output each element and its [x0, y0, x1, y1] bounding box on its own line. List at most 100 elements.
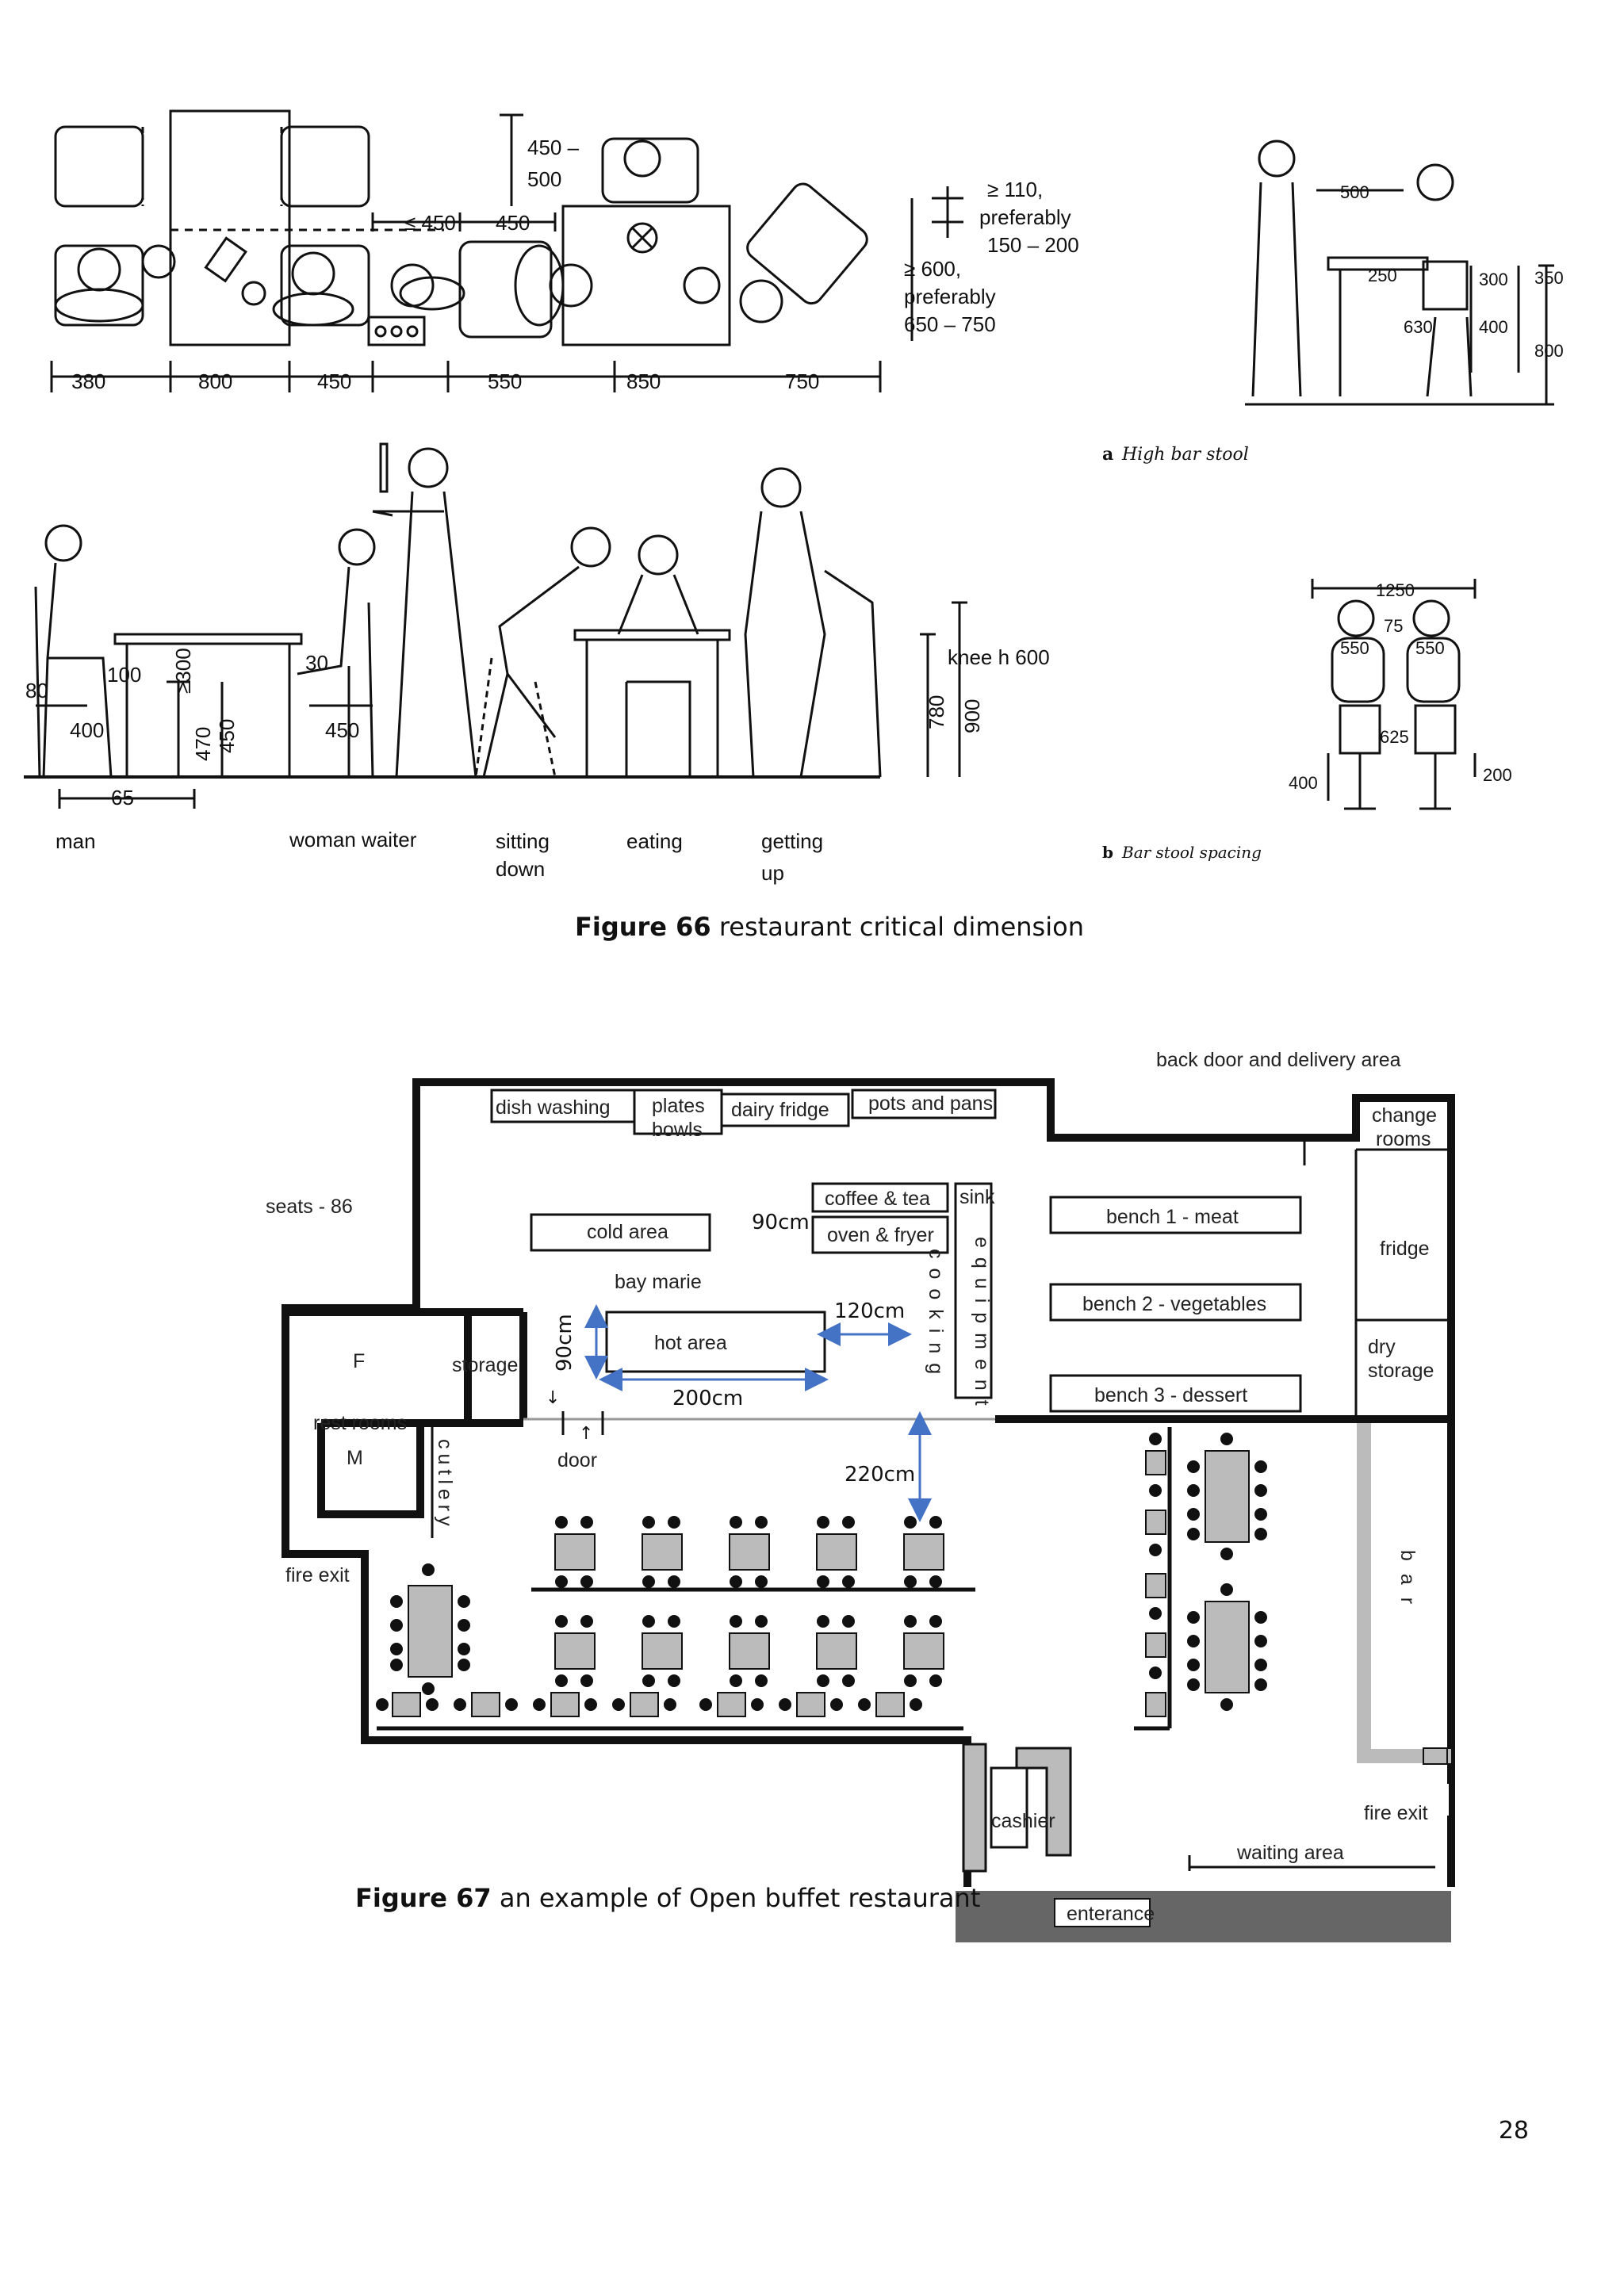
dim-le450: ≤ 450 [404, 211, 456, 235]
label-getting: getting [761, 829, 823, 853]
label-sitting: sitting [496, 829, 550, 853]
label-dish-washing: dish washing [496, 1096, 611, 1119]
label-dry-1: dry [1368, 1336, 1396, 1358]
stool-dim-300: 300 [1479, 270, 1508, 289]
dim-90cm-side: 90cm [553, 1314, 576, 1372]
spacing-dim-625: 625 [1380, 727, 1409, 747]
stool-dim-250: 250 [1368, 266, 1397, 285]
door-arrow-left: ↓ [546, 1388, 560, 1408]
label-change-2: rooms [1376, 1128, 1431, 1150]
elev-dim-780: 780 [925, 695, 948, 729]
spacing-dim-75: 75 [1384, 616, 1403, 636]
label-fire-exit-right: fire exit [1364, 1802, 1428, 1824]
stool-dim-800: 800 [1534, 341, 1564, 361]
dim-120cm: 120cm [834, 1299, 905, 1323]
dim-ge110-a: ≥ 110, [987, 178, 1043, 201]
dim-450-b: 450 [496, 211, 530, 235]
table-row-bottom [554, 1615, 944, 1687]
dim-ge110-b: preferably [979, 205, 1071, 229]
label-bench1: bench 1 - meat [1106, 1206, 1239, 1228]
label-plates: plates [652, 1095, 705, 1117]
stool-dim-350: 350 [1534, 268, 1564, 288]
label-oven-fryer: oven & fryer [827, 1224, 934, 1246]
label-cooking: cooking [925, 1249, 947, 1383]
label-bench2: bench 2 - vegetables [1082, 1293, 1266, 1315]
label-man: man [56, 829, 96, 853]
elev-dim-ge300: ≥300 [171, 648, 195, 694]
label-bar: bar [1396, 1550, 1419, 1617]
elev-dim-400: 400 [70, 718, 104, 742]
stool-dim-630: 630 [1404, 317, 1433, 337]
dim-ge600-b: preferably [904, 285, 996, 308]
label-cold-area: cold area [587, 1221, 668, 1243]
label-storage: storage [452, 1354, 518, 1376]
dim-ge600-a: ≥ 600, [904, 257, 961, 281]
label-equipment: equipment [971, 1237, 993, 1415]
label-up: up [761, 861, 784, 885]
spacing-dim-200: 200 [1483, 765, 1512, 785]
label-waiting-area: waiting area [1236, 1842, 1344, 1864]
dim-450: 450 [317, 369, 351, 393]
label-door: door [557, 1449, 597, 1471]
label-dairy-fridge: dairy fridge [731, 1099, 829, 1121]
elev-dim-100: 100 [107, 663, 141, 687]
wall-outer [412, 1078, 1455, 1887]
page-number: 28 [1498, 2117, 1529, 2145]
label-down: down [496, 857, 545, 881]
caption-b-letter: b [1102, 843, 1113, 862]
elev-dim-80: 80 [25, 679, 48, 702]
figure-66-drawing: 380 800 450 550 850 750 ≤ 450 450 450 – … [24, 109, 1564, 885]
label-dry-2: storage [1368, 1360, 1434, 1382]
label-F: F [353, 1350, 365, 1372]
label-cashier: cashier [991, 1810, 1055, 1832]
figure-67-caption: Figure 67 an example of Open buffet rest… [355, 1883, 981, 1913]
label-hot-area: hot area [654, 1332, 727, 1354]
label-eating: eating [626, 829, 683, 853]
label-bench3: bench 3 - dessert [1094, 1384, 1247, 1406]
label-bay-marie: bay marie [615, 1271, 702, 1293]
dim-220cm: 220cm [845, 1463, 915, 1487]
elev-dim-900: 900 [960, 699, 984, 733]
label-woman-waiter: woman waiter [289, 828, 417, 851]
label-coffee-tea: coffee & tea [825, 1188, 930, 1210]
stool-dim-400: 400 [1479, 317, 1508, 337]
label-fridge: fridge [1380, 1238, 1430, 1260]
label-bowls: bowls [652, 1119, 703, 1141]
caption-b: Bar stool spacing [1121, 843, 1262, 862]
label-pots-pans: pots and pans [868, 1093, 993, 1115]
elev-dim-65: 65 [111, 786, 134, 809]
dim-ge600-c: 650 – 750 [904, 312, 996, 336]
table-long-left [390, 1563, 470, 1695]
label-change-1: change [1372, 1104, 1437, 1127]
right-booth-column [1134, 1427, 1267, 1731]
dim-450-500-a: 450 – [527, 136, 580, 159]
elev-dim-450-b: 450 [325, 718, 359, 742]
elev-knee: knee h 600 [948, 645, 1050, 669]
dim-380: 380 [71, 369, 105, 393]
caption-a-letter: a [1102, 444, 1113, 465]
elev-dim-450: 450 [215, 719, 239, 753]
spacing-dim-550-b: 550 [1415, 638, 1445, 658]
label-enterance: enterance [1067, 1903, 1155, 1925]
table-row-top [554, 1516, 944, 1588]
elev-dim-30: 30 [305, 651, 328, 675]
label-seats: seats - 86 [266, 1196, 353, 1218]
dim-ge110-c: 150 – 200 [987, 233, 1079, 257]
dim-550: 550 [488, 369, 522, 393]
dim-450-500-b: 500 [527, 167, 561, 191]
dim-800: 800 [198, 369, 232, 393]
label-rest-rooms: rest rooms [313, 1412, 407, 1434]
dim-90cm-top: 90cm [752, 1211, 810, 1234]
dim-200cm: 200cm [672, 1387, 743, 1410]
figure-66-caption: Figure 66 restaurant critical dimension [575, 912, 1084, 942]
label-cutlery: cutlery [434, 1439, 456, 1531]
caption-a: High bar stool [1121, 445, 1249, 465]
stool-dim-500: 500 [1340, 182, 1369, 202]
elev-dim-470: 470 [191, 727, 215, 761]
door-arrow-up: ↑ [579, 1424, 593, 1444]
spacing-dim-400: 400 [1289, 773, 1318, 793]
bottom-booth-row [376, 1692, 963, 1731]
entrance-block [956, 1891, 1451, 1942]
spacing-dim-550-a: 550 [1340, 638, 1369, 658]
